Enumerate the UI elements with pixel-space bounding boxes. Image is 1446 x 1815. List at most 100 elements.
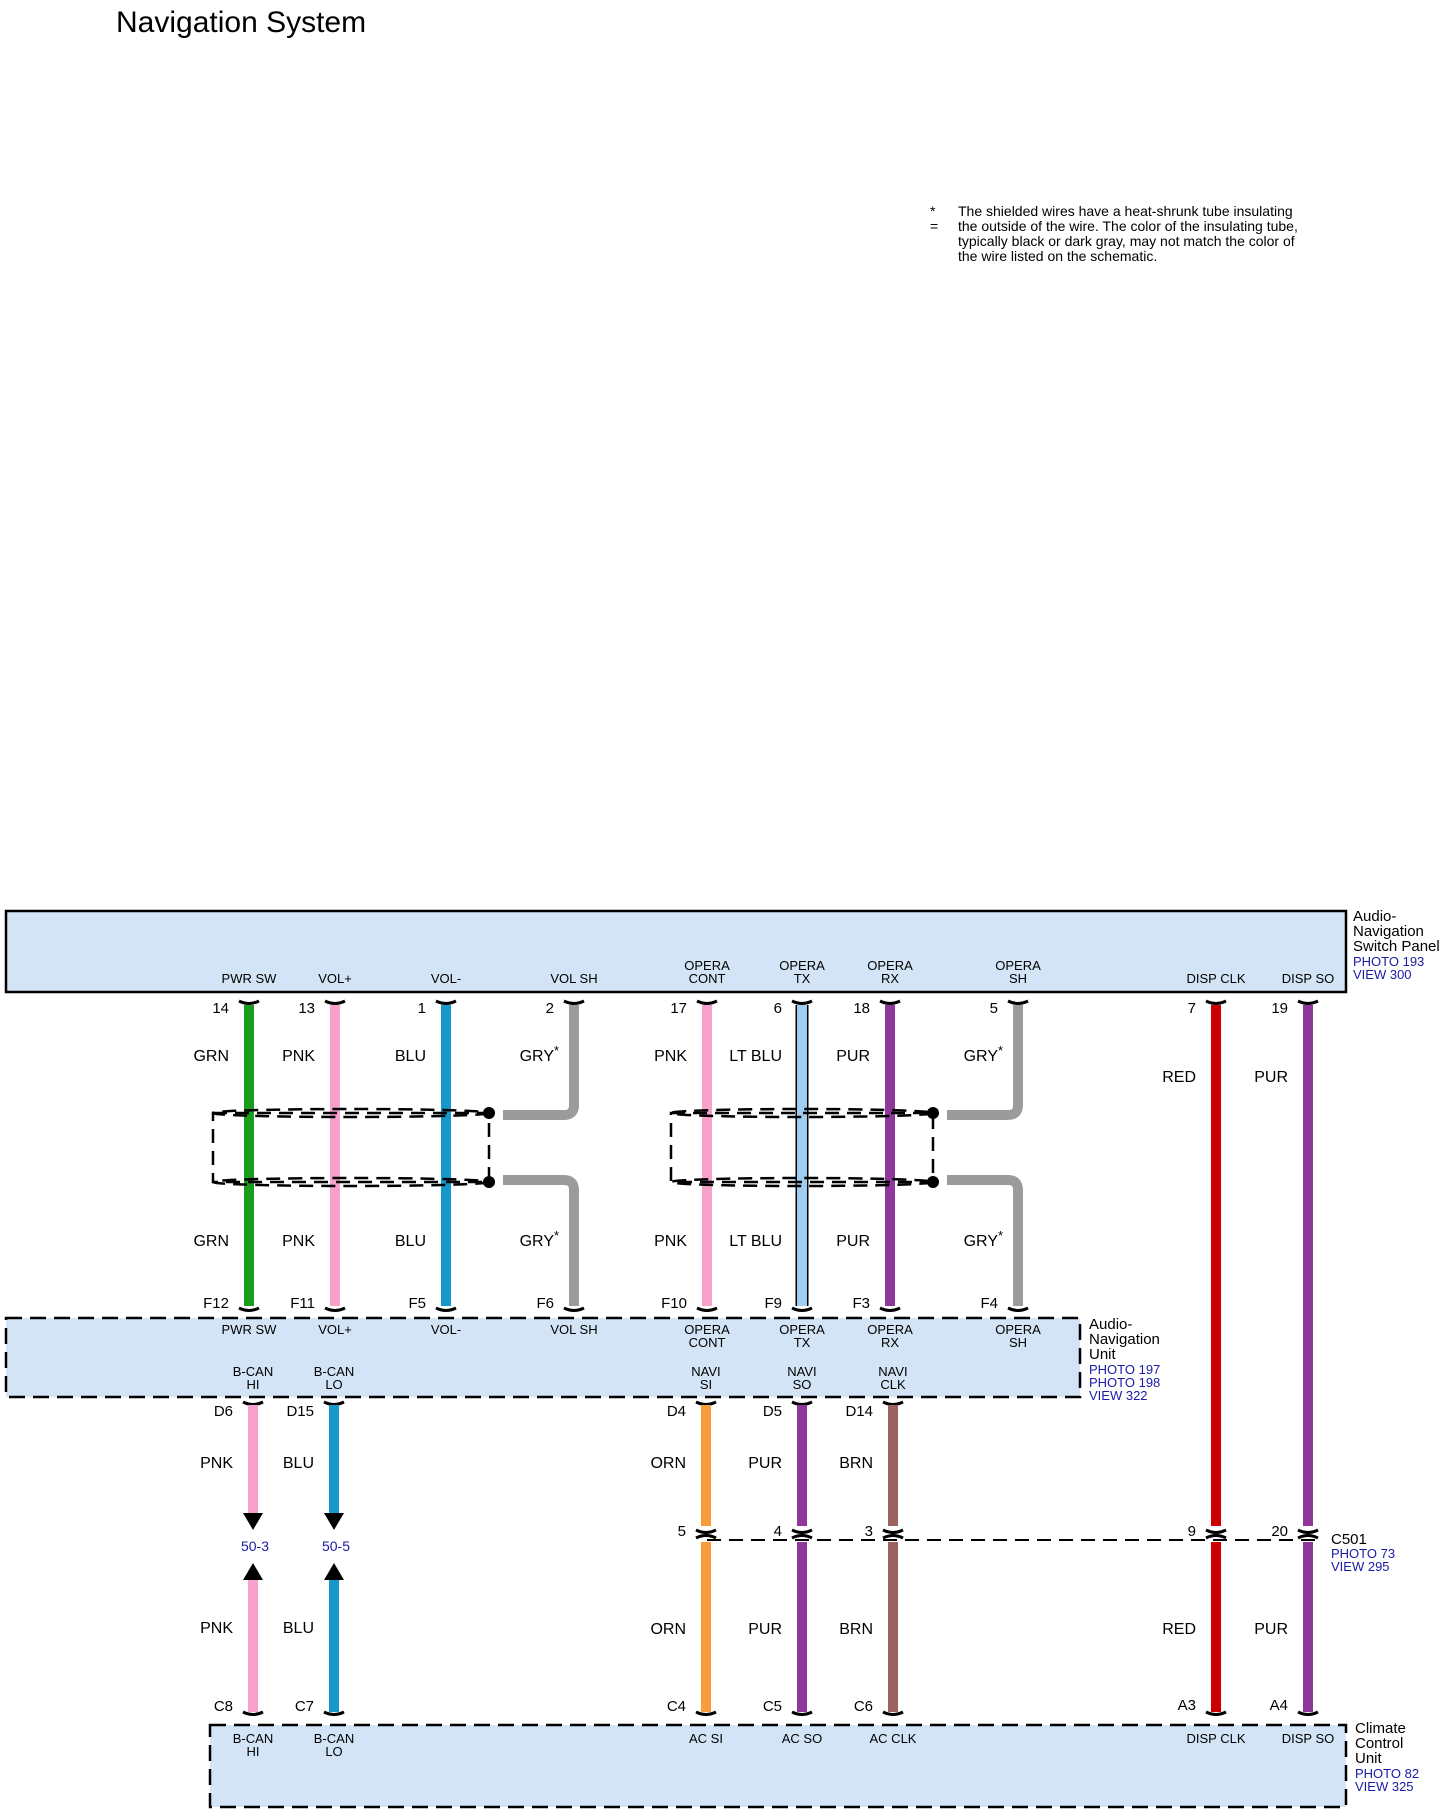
- pin-number: 17: [670, 1000, 687, 1017]
- nav-unit-name: Navigation: [1089, 1331, 1160, 1348]
- shield-vol: [211, 1107, 495, 1188]
- shield-marker: *: [554, 1043, 559, 1058]
- shield-drain-wire: [503, 1175, 579, 1306]
- nav-unit-box: [4, 1316, 1082, 1399]
- pin-number: 14: [212, 1000, 229, 1017]
- signal-label: AC CLK: [870, 1731, 917, 1746]
- signal-label: TX: [794, 971, 811, 986]
- page-ref-link: 50-5: [322, 1538, 350, 1554]
- note-line: the wire listed on the schematic.: [958, 248, 1158, 264]
- signal-label: LO: [325, 1744, 342, 1759]
- wire-color-label: PUR: [836, 1048, 870, 1065]
- wire-color-label: PUR: [1254, 1069, 1288, 1086]
- pin-terminal: [563, 999, 585, 1005]
- pin-terminal: [1007, 1306, 1029, 1312]
- pin-number: C5: [763, 1698, 782, 1715]
- shield-marker: *: [998, 1043, 1003, 1058]
- wire-color-label: GRY: [964, 1233, 999, 1250]
- signal-label: CLK: [880, 1377, 906, 1392]
- pin-terminal: [695, 1400, 717, 1406]
- pin-terminal: [238, 1306, 260, 1312]
- signal-label: OPERA: [684, 958, 730, 973]
- connector-terminal: [1297, 1534, 1319, 1540]
- switch-panel-ref-link: VIEW 300: [1353, 967, 1412, 982]
- splice-dot: [927, 1107, 939, 1119]
- pin-terminal: [324, 1306, 346, 1312]
- pin-terminal: [324, 999, 346, 1005]
- shield-marker: *: [554, 1228, 559, 1243]
- wire-color-label: PNK: [282, 1233, 315, 1250]
- signal-label: RX: [881, 971, 899, 986]
- connector-terminal: [1205, 1534, 1227, 1540]
- pin-terminal: [791, 1710, 813, 1716]
- nav-unit-ref-link: PHOTO 198: [1089, 1375, 1160, 1390]
- signal-label: VOL SH: [550, 1322, 597, 1337]
- wire-color-label: PUR: [748, 1621, 782, 1638]
- pin-terminal: [879, 999, 901, 1005]
- signal-label: OPERA: [779, 958, 825, 973]
- climate-unit-name: Unit: [1355, 1750, 1383, 1767]
- signal-label: TX: [794, 1335, 811, 1350]
- pin-terminal: [323, 1710, 345, 1716]
- wire-color-label: PUR: [1254, 1621, 1288, 1638]
- note-marker: * =: [930, 203, 939, 234]
- switch-panel-name: Switch Panel: [1353, 938, 1440, 955]
- signal-label: PWR SW: [222, 1322, 278, 1337]
- pin-number: F3: [852, 1295, 870, 1312]
- signal-label: CONT: [689, 971, 726, 986]
- pin-number: F12: [203, 1295, 229, 1312]
- signal-label: SO: [793, 1377, 812, 1392]
- pin-number: A3: [1178, 1697, 1196, 1714]
- pin-number: D4: [667, 1403, 686, 1420]
- wire-color-label: PUR: [748, 1455, 782, 1472]
- wire-color-label: BRN: [839, 1621, 873, 1638]
- signal-label: VOL-: [431, 1322, 461, 1337]
- signal-label: HI: [247, 1744, 260, 1759]
- page-ref-link: 50-3: [241, 1538, 269, 1554]
- pin-number: 5: [678, 1523, 686, 1540]
- wire-color-label: BLU: [395, 1048, 426, 1065]
- continuation-arrow-up: [324, 1563, 344, 1580]
- switch-panel-name: Audio-: [1353, 908, 1396, 925]
- wire-color-label: PNK: [654, 1048, 687, 1065]
- signal-label: OPERA: [995, 958, 1041, 973]
- splice-dot: [927, 1176, 939, 1188]
- pin-number: C8: [214, 1698, 233, 1715]
- signal-label: B-CAN: [314, 1364, 354, 1379]
- nav-unit-name: Audio-: [1089, 1316, 1132, 1333]
- climate-unit-name: Control: [1355, 1735, 1403, 1752]
- pin-number: A4: [1270, 1697, 1288, 1714]
- wire-color-label: BLU: [283, 1455, 314, 1472]
- wire-color-label: PUR: [836, 1233, 870, 1250]
- splice-dot: [483, 1107, 495, 1119]
- shield-drain-wire: [947, 1175, 1023, 1306]
- pin-number: 19: [1271, 1000, 1288, 1017]
- nav-unit-ref-link: PHOTO 197: [1089, 1362, 1160, 1377]
- signal-label: OPERA: [995, 1322, 1041, 1337]
- wire-color-label: PNK: [200, 1620, 233, 1637]
- pin-terminal: [238, 999, 260, 1005]
- note-line: typically black or dark gray, may not ma…: [958, 233, 1295, 249]
- signal-label: B-CAN: [233, 1364, 273, 1379]
- signal-label: B-CAN: [233, 1731, 273, 1746]
- climate-unit-box: [208, 1723, 1348, 1809]
- continuation-arrow-down: [324, 1513, 344, 1530]
- wire-color-label: BLU: [395, 1233, 426, 1250]
- signal-label: SH: [1009, 1335, 1027, 1350]
- pin-number: D14: [845, 1403, 873, 1420]
- note-line: The shielded wires have a heat-shrunk tu…: [958, 203, 1293, 219]
- pin-number: D15: [286, 1403, 314, 1420]
- wire-color-label: GRY: [520, 1048, 555, 1065]
- signal-label: OPERA: [684, 1322, 730, 1337]
- pin-terminal: [791, 999, 813, 1005]
- signal-label: OPERA: [867, 958, 913, 973]
- shield-drain-wire: [947, 1005, 1023, 1120]
- connector-c501-ref-link: PHOTO 73: [1331, 1546, 1395, 1561]
- signal-label: AC SI: [689, 1731, 723, 1746]
- wire-color-label: LT BLU: [729, 1048, 782, 1065]
- nav-unit-name: Unit: [1089, 1346, 1117, 1363]
- pin-terminal: [1297, 999, 1319, 1005]
- signal-label: AC SO: [782, 1731, 822, 1746]
- wire-color-label: BRN: [839, 1455, 873, 1472]
- pin-number: 1: [418, 1000, 426, 1017]
